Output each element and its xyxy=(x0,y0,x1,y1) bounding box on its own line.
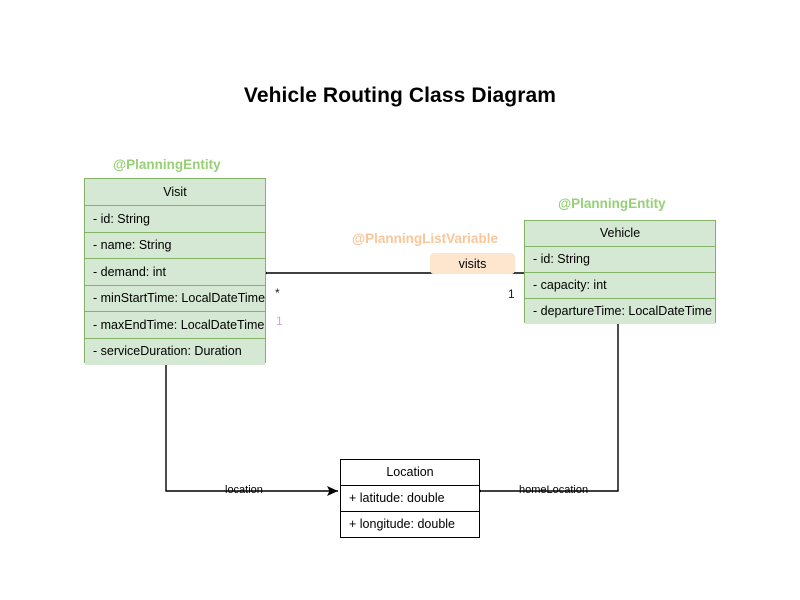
class-attribute-vehicle-capacity: - capacity: int xyxy=(525,273,715,299)
stereotype-visit-planning-entity: @PlanningEntity xyxy=(113,157,221,172)
class-attribute-location-longitude: + longitude: double xyxy=(341,512,479,537)
association-visit-location xyxy=(165,363,338,496)
class-attribute-vehicle-departure-time: - departureTime: LocalDateTime xyxy=(525,299,715,324)
class-attribute-visit-min-start-time: - minStartTime: LocalDateTime xyxy=(85,285,265,312)
class-attribute-visit-max-end-time: - maxEndTime: LocalDateTime xyxy=(85,312,265,339)
class-attribute-visit-service-duration: - serviceDuration: Duration xyxy=(85,338,265,365)
class-attribute-visit-name: - name: String xyxy=(85,232,265,259)
class-box-visit[interactable]: Visit - id: String - name: String - dema… xyxy=(84,178,266,365)
multiplicity-visit-inverse: 1 xyxy=(276,314,283,328)
stereotype-vehicle-planning-entity: @PlanningEntity xyxy=(558,196,666,211)
multiplicity-visit-side: * xyxy=(275,286,280,300)
class-attribute-vehicle-id: - id: String xyxy=(525,247,715,273)
stereotype-visits-planning-list-variable: @PlanningListVariable xyxy=(352,231,498,246)
multiplicity-vehicle-side: 1 xyxy=(508,287,515,301)
association-label-home-location: homeLocation xyxy=(519,484,589,496)
class-attribute-location-latitude: + latitude: double xyxy=(341,486,479,512)
association-vehicle-home-location xyxy=(472,323,619,496)
association-label-location: location xyxy=(225,484,263,496)
association-label-visits: visits xyxy=(430,253,515,274)
class-name-vehicle: Vehicle xyxy=(525,221,715,247)
class-attribute-visit-id: - id: String xyxy=(85,206,265,233)
class-box-vehicle[interactable]: Vehicle - id: String - capacity: int - d… xyxy=(524,220,716,324)
class-name-visit: Visit xyxy=(85,179,265,206)
page-title: Vehicle Routing Class Diagram xyxy=(243,84,557,107)
class-box-location[interactable]: Location + latitude: double + longitude:… xyxy=(340,459,480,538)
class-attribute-visit-demand: - demand: int xyxy=(85,259,265,286)
class-name-location: Location xyxy=(341,460,479,486)
